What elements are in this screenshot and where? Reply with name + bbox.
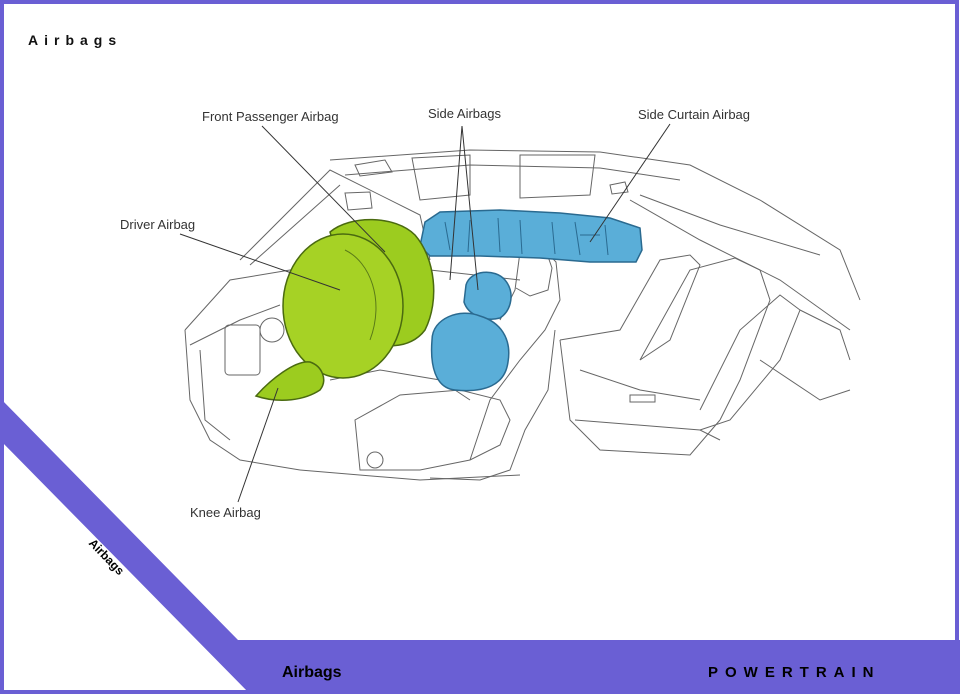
label-driver-airbag: Driver Airbag <box>120 217 196 232</box>
side-airbag-lower-shape <box>430 312 510 392</box>
side-airbag-upper-shape <box>463 271 512 320</box>
knee-airbag-shape <box>254 361 325 401</box>
driver-airbag-shape <box>282 233 404 379</box>
leader-lines <box>179 123 671 503</box>
footer-section-label: Airbags <box>282 664 342 681</box>
page-title: Airbags <box>28 32 123 48</box>
label-side-airbags: Side Airbags <box>428 106 501 121</box>
car-interior-illustration <box>184 149 861 481</box>
side-curtain-airbag-shape <box>419 209 643 263</box>
label-knee-airbag: Knee Airbag <box>190 505 261 520</box>
label-front-passenger-airbag: Front Passenger Airbag <box>202 109 339 124</box>
label-side-curtain-airbag: Side Curtain Airbag <box>638 107 751 122</box>
curtain-chamber-lines <box>444 217 609 256</box>
diagonal-band <box>0 398 960 694</box>
footer-brand-label: POWERTRAIN <box>708 664 881 681</box>
